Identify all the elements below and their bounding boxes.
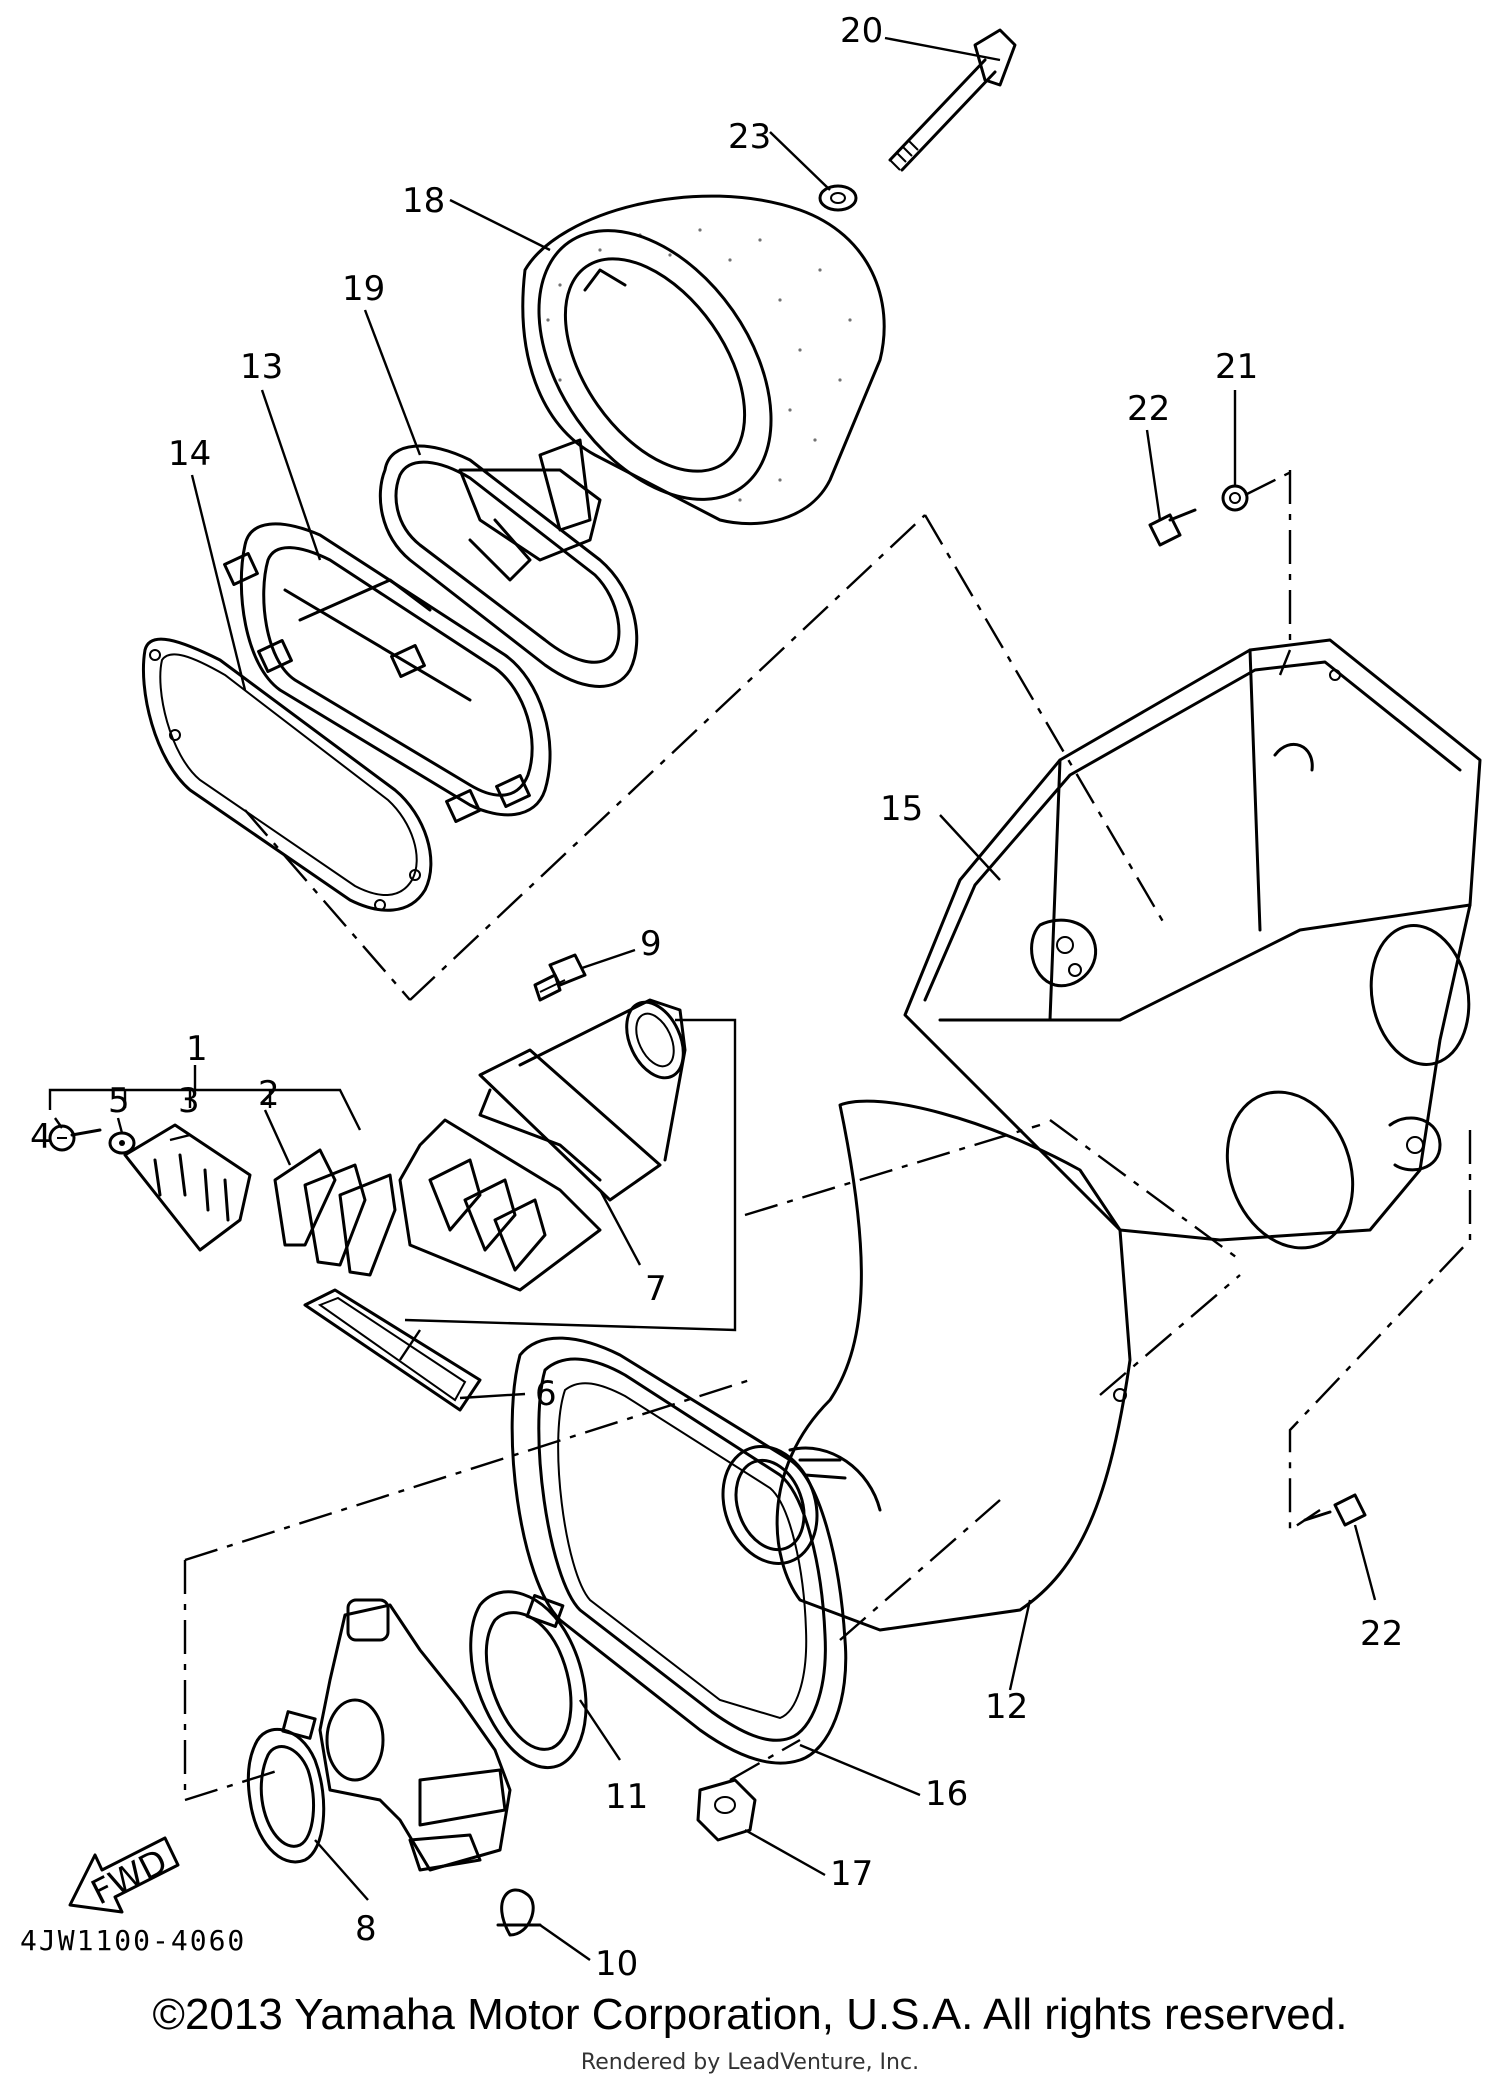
part-2-reed-petals — [273, 1148, 397, 1277]
callout-1: 1 — [186, 1029, 208, 1069]
part-16-joint-gasket — [510, 1336, 848, 1765]
part-8-clamp — [246, 1710, 326, 1864]
callout-22-lower: 22 — [1360, 1614, 1403, 1654]
part-18-air-filter-element — [521, 194, 886, 526]
assembly-centerlines — [183, 468, 1472, 1802]
callout-10: 10 — [595, 1944, 638, 1984]
reed-valve-body — [398, 1118, 602, 1292]
callout-7: 7 — [645, 1269, 667, 1309]
part-3-reed-plate — [123, 1123, 252, 1252]
part-6-reed-gasket — [303, 1288, 482, 1412]
callout-23: 23 — [728, 117, 771, 157]
callout-21: 21 — [1215, 347, 1258, 387]
part-23-washer — [818, 184, 858, 212]
part-5-washer — [108, 1131, 136, 1155]
part-10-clip — [496, 1888, 542, 1937]
part-19-filter-guide — [378, 438, 639, 688]
callout-3: 3 — [178, 1081, 200, 1121]
fwd-arrow-icon — [68, 1836, 180, 1914]
callout-9: 9 — [640, 924, 662, 964]
part-17-nut — [696, 1778, 757, 1842]
callout-14: 14 — [168, 434, 211, 474]
callout-22-upper: 22 — [1127, 389, 1170, 429]
callout-11: 11 — [605, 1777, 648, 1817]
callout-19: 19 — [342, 269, 385, 309]
callout-4: 4 — [30, 1117, 52, 1157]
callout-17: 17 — [830, 1854, 873, 1894]
part-9-bolt — [533, 953, 587, 1002]
leader-lines — [48, 36, 1377, 1961]
carburetor-body — [318, 1598, 512, 1872]
part-13-filter-cage — [223, 522, 552, 823]
callout-16: 16 — [925, 1774, 968, 1814]
part-21-washer — [1221, 484, 1249, 512]
callout-18: 18 — [402, 181, 445, 221]
part-4-screw — [48, 1124, 102, 1152]
part-7-manifold — [478, 998, 687, 1202]
part-11-clamp — [469, 1590, 588, 1769]
callout-2: 2 — [258, 1074, 280, 1114]
callout-12: 12 — [985, 1687, 1028, 1727]
copyright-notice: ©2013 Yamaha Motor Corporation, U.S.A. A… — [152, 1990, 1348, 2039]
rendered-by-notice: Rendered by LeadVenture, Inc. — [580, 2050, 920, 2075]
callout-5: 5 — [108, 1081, 130, 1121]
callout-labels: 20 23 18 19 13 14 22 21 15 9 1 4 5 3 2 7… — [20, 11, 1403, 1984]
part-22-bolt-upper — [1148, 508, 1197, 547]
fwd-label: FWD — [85, 1842, 174, 1914]
part-14-gasket — [141, 637, 433, 912]
callout-8: 8 — [355, 1909, 377, 1949]
part-15-air-box — [903, 638, 1482, 1250]
callout-15: 15 — [880, 789, 923, 829]
part-code: 4JW1100-4060 — [20, 1924, 246, 1957]
callout-13: 13 — [240, 347, 283, 387]
part-20-wing-bolt — [888, 28, 1017, 172]
part-12-intake-joint — [721, 1099, 1132, 1632]
callout-6: 6 — [535, 1374, 557, 1414]
callout-20: 20 — [840, 11, 883, 51]
part-22-bolt-lower — [1303, 1493, 1367, 1527]
